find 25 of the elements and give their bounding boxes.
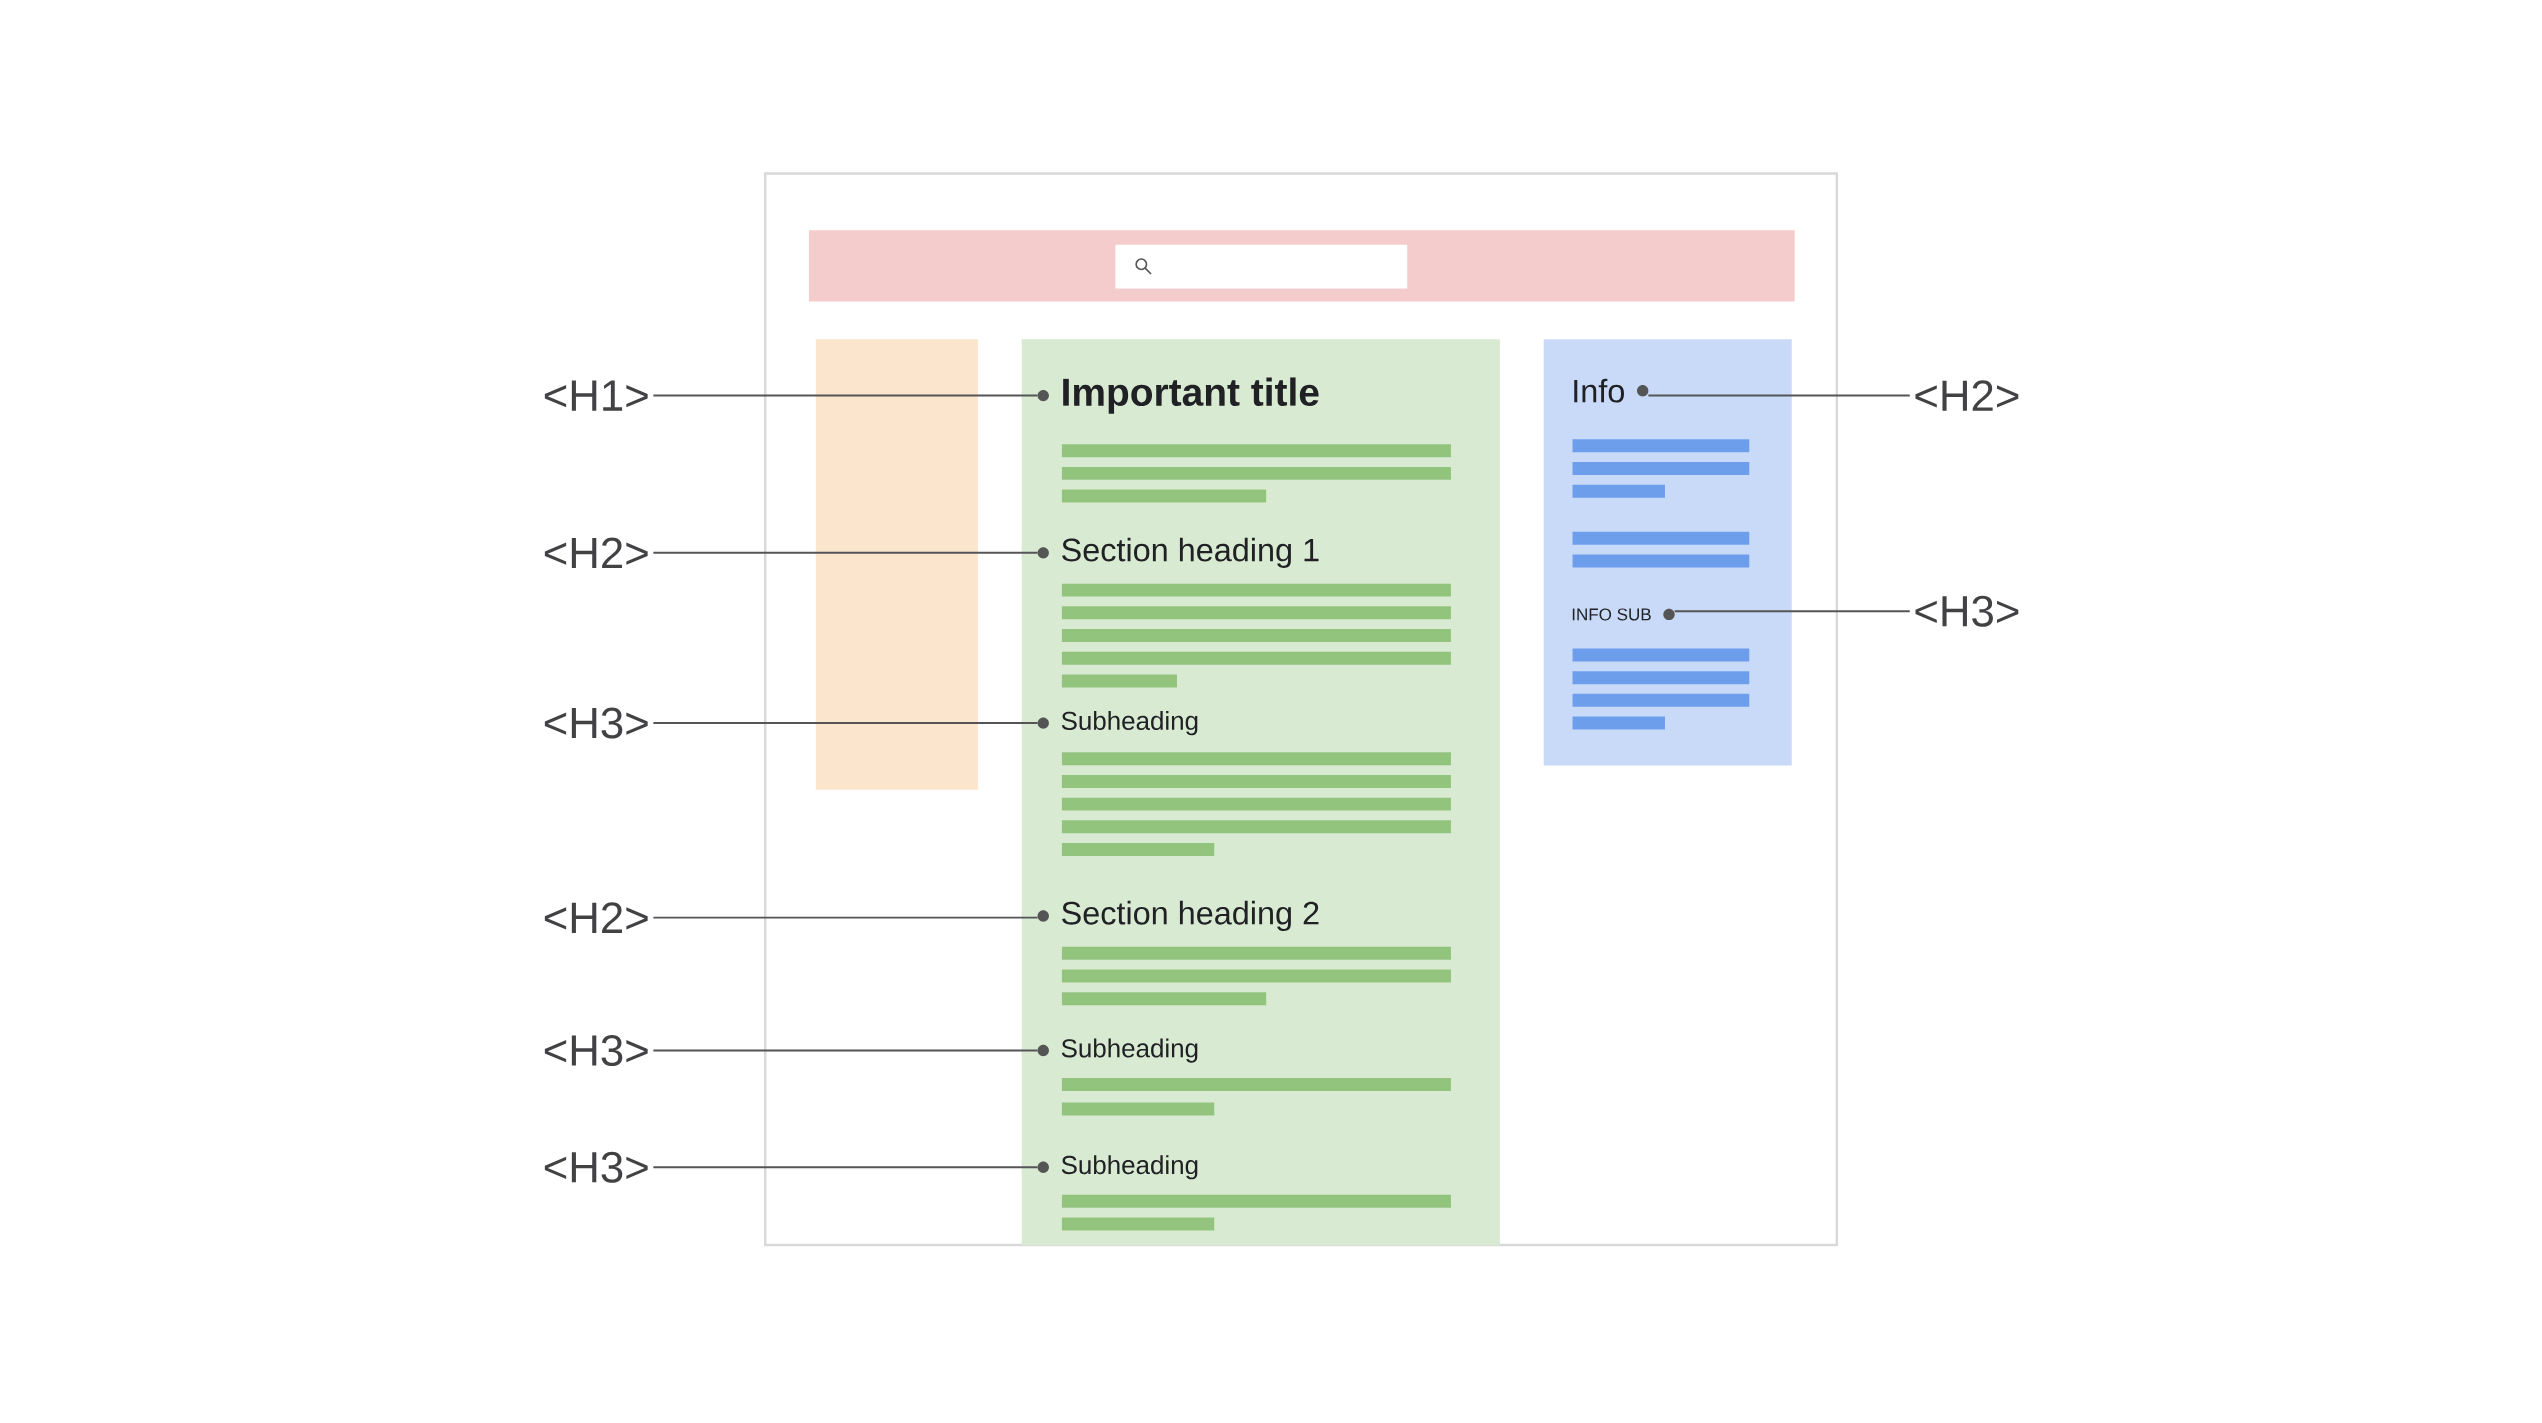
bulleted-heading: Section heading 1 xyxy=(1037,537,1319,568)
leader-line xyxy=(652,721,1039,724)
leader-line xyxy=(1673,610,1911,612)
tag-label: <H2> xyxy=(544,537,648,568)
sidebar-column xyxy=(815,338,978,790)
bulleted-heading: Subheading xyxy=(1037,1038,1198,1063)
bulleted-heading: Section heading 2 xyxy=(1037,900,1319,931)
leader-line xyxy=(652,916,1039,919)
bulleted-heading: Subheading xyxy=(1037,1155,1198,1180)
leader-line xyxy=(652,394,1039,397)
leader-line xyxy=(652,1049,1039,1052)
bulleted-heading: Info xyxy=(1574,378,1649,403)
tag-label: <H3> xyxy=(544,1151,648,1183)
bulleted-heading: Important title xyxy=(1037,377,1319,414)
tag-label: <H1> xyxy=(544,380,648,411)
tag-label: <H2> xyxy=(544,902,648,933)
leader-line xyxy=(652,551,1039,554)
bulleted-heading: INFO SUB xyxy=(1572,608,1675,621)
leader-line xyxy=(652,1166,1039,1169)
tag-label: <H3> xyxy=(544,707,648,739)
tag-label: <H3> xyxy=(1915,595,2019,627)
tag-label: <H3> xyxy=(544,1034,648,1066)
leader-line xyxy=(1647,394,1911,397)
bulleted-heading: Subheading xyxy=(1037,710,1198,735)
tag-label: <H2> xyxy=(1915,380,2019,411)
